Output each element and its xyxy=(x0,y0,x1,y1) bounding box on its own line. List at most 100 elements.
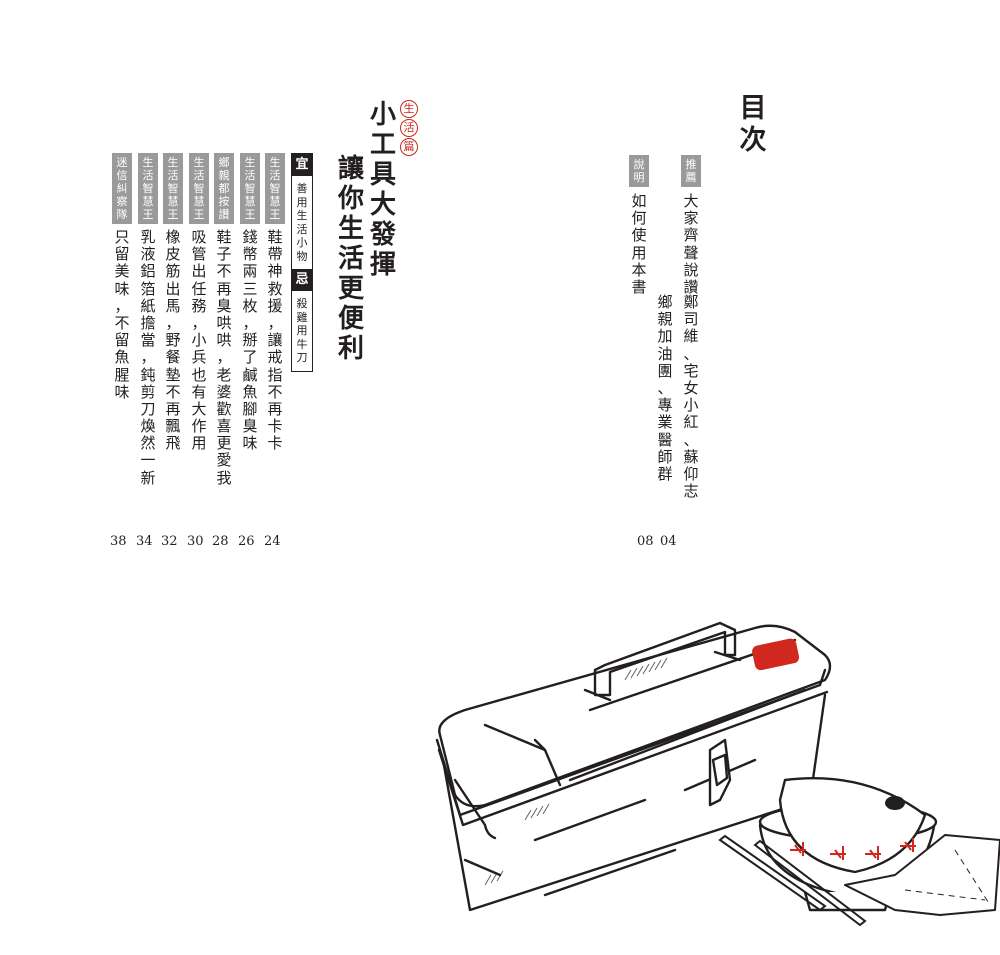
glyph: 小 xyxy=(296,236,308,249)
glyph: 卡 xyxy=(267,417,283,436)
glyph: 你 xyxy=(337,184,364,214)
entry-tag: 生活智慧王 xyxy=(265,153,285,224)
chapter-entry[interactable]: 鄉親都按讚鞋子不再臭哄哄，老婆歡喜更愛我 xyxy=(214,153,234,487)
glyph: 目 xyxy=(739,93,767,124)
glyph: ， xyxy=(267,313,283,332)
glyph: 液 xyxy=(140,245,156,264)
chapter-entry[interactable]: 生活智慧王乳液鋁箔紙擔當，鈍剪刀煥然一新 xyxy=(138,153,158,487)
glyph: 工 xyxy=(369,130,396,160)
toc-entry-recommend[interactable]: 推薦 大家齊聲說讚 xyxy=(681,155,701,296)
chapter-entry[interactable]: 生活智慧王錢幣兩三枚，掰了鹹魚腳臭味 xyxy=(240,153,260,452)
glyph: 婆 xyxy=(216,382,232,401)
chapter-entry[interactable]: 生活智慧王橡皮筋出馬，野餐墊不再飄飛 xyxy=(163,153,183,452)
glyph: 小 xyxy=(683,396,699,415)
glyph: 再 xyxy=(216,279,232,298)
glyph: 任 xyxy=(191,279,207,298)
entry-title: 橡皮筋出馬，野餐墊不再飄飛 xyxy=(163,228,183,452)
glyph: 使 xyxy=(631,226,647,245)
chapter-entry[interactable]: 生活智慧王吸管出任務，小兵也有大作用 xyxy=(189,153,209,452)
glyph: 出 xyxy=(191,262,207,281)
glyph: 只 xyxy=(114,228,130,246)
chapter-entry[interactable]: 生活智慧王鞋帶神救援，讓戒指不再卡卡 xyxy=(265,153,285,452)
glyph: 說 xyxy=(633,158,645,171)
glyph: 隊 xyxy=(116,208,128,221)
glyph: 管 xyxy=(191,245,207,264)
glyph: 神 xyxy=(267,262,283,281)
do-dont-box: 宜 善用生活小物 忌 殺雞用牛刀 xyxy=(291,153,313,372)
dont-label: 忌 xyxy=(292,269,312,291)
toc-entry-recommend-line3: 鄉親加油團、專業醫師群 xyxy=(655,293,675,483)
glyph: 不 xyxy=(114,313,130,332)
chapter-entry[interactable]: 迷信糾察隊只留美味，不留魚腥味 xyxy=(112,153,132,401)
glyph: 糾 xyxy=(116,182,128,195)
glyph: 牛 xyxy=(296,337,308,351)
page-number: 24 xyxy=(264,534,281,549)
toc-entry-howto[interactable]: 說明 如何使用本書 xyxy=(629,155,649,296)
glyph: 三 xyxy=(242,279,258,298)
glyph: 王 xyxy=(142,208,154,221)
glyph: 不 xyxy=(267,382,283,401)
entry-tag: 生活智慧王 xyxy=(163,153,183,224)
chapter-title-line1: 小工具大發揮 xyxy=(368,100,398,280)
glyph: 薦 xyxy=(685,171,697,184)
glyph: 紅 xyxy=(683,413,699,432)
tag-explain: 說明 xyxy=(629,155,649,187)
glyph: 筋 xyxy=(165,262,181,281)
entry-text: 如何使用本書 xyxy=(629,192,649,296)
entry-tag: 生活智慧王 xyxy=(189,153,209,224)
glyph: 剪 xyxy=(140,382,156,401)
glyph: 志 xyxy=(683,482,699,501)
glyph: 大 xyxy=(191,399,207,418)
entry-title: 鞋帶神救援，讓戒指不再卡卡 xyxy=(265,228,285,452)
glyph: 擔 xyxy=(140,313,156,332)
glyph: 留 xyxy=(114,331,130,350)
chapter-title-line2: 讓你生活更便利 xyxy=(336,154,366,364)
glyph: 了 xyxy=(242,348,258,367)
entry-tag: 生活智慧王 xyxy=(240,153,260,224)
glyph: 刀 xyxy=(296,351,308,364)
glyph: 野 xyxy=(165,331,181,350)
glyph: 仰 xyxy=(683,464,699,483)
glyph: 智 xyxy=(193,182,205,195)
glyph: 吸 xyxy=(191,228,207,246)
glyph: 大 xyxy=(683,192,699,210)
glyph: 本 xyxy=(631,260,647,279)
glyph: 一 xyxy=(140,451,156,470)
glyph: 王 xyxy=(269,208,281,221)
page-number: 32 xyxy=(161,534,178,549)
glyph: 雞 xyxy=(296,310,308,324)
glyph: 王 xyxy=(244,208,256,221)
entry-title: 鞋子不再臭哄哄，老婆歡喜更愛我 xyxy=(214,228,234,487)
glyph: 察 xyxy=(116,195,128,208)
glyph: 群 xyxy=(657,464,673,483)
glyph: 讚 xyxy=(683,277,699,296)
glyph: 業 xyxy=(657,413,673,432)
glyph: 味 xyxy=(242,434,258,453)
glyph: 活 xyxy=(142,169,154,182)
glyph: 再 xyxy=(165,399,181,418)
glyph: 宅 xyxy=(683,361,699,380)
glyph: 我 xyxy=(216,468,232,487)
glyph: 煥 xyxy=(140,417,156,436)
glyph: 都 xyxy=(218,182,230,195)
glyph: 家 xyxy=(683,209,699,228)
glyph: 善 xyxy=(296,182,308,195)
glyph: 生 xyxy=(244,156,256,169)
glyph: 活 xyxy=(167,169,179,182)
glyph: 鞋 xyxy=(267,228,283,246)
glyph: 也 xyxy=(191,365,207,384)
glyph: 生 xyxy=(337,214,364,244)
entry-tag: 鄉親都按讚 xyxy=(214,153,234,224)
glyph: 宜 xyxy=(295,157,309,172)
glyph: 如 xyxy=(631,192,647,210)
glyph: 慧 xyxy=(269,195,281,208)
glyph: 專 xyxy=(657,396,673,415)
glyph: 子 xyxy=(216,245,232,264)
page-number: 38 xyxy=(110,534,127,549)
glyph: 哄 xyxy=(216,313,232,332)
glyph: 智 xyxy=(269,182,281,195)
glyph: 箔 xyxy=(140,279,156,298)
entry-title: 吸管出任務，小兵也有大作用 xyxy=(189,228,209,452)
entry-tag: 生活智慧王 xyxy=(138,153,158,224)
glyph: 臭 xyxy=(242,417,258,436)
